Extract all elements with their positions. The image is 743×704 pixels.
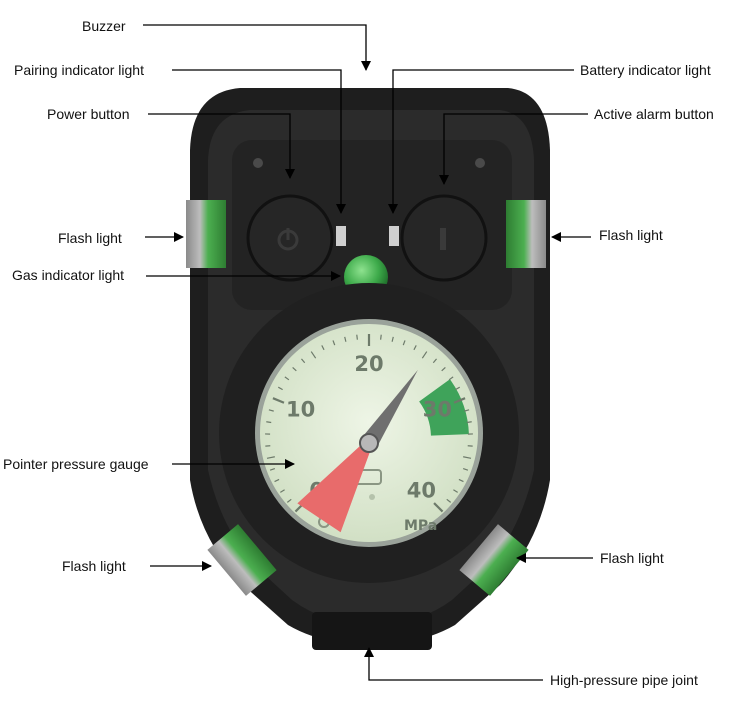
gauge-tick [277, 386, 283, 391]
gauge-tick [292, 366, 297, 372]
gauge-tick [433, 502, 444, 513]
gauge-tick [310, 351, 317, 359]
leader-alarm [439, 113, 588, 185]
label-battery-indicator-light: Battery indicator light [580, 62, 711, 78]
pairing-indicator-light [336, 226, 346, 246]
active-alarm-button[interactable] [400, 194, 488, 282]
gauge-tick [269, 468, 276, 471]
screw [253, 158, 263, 168]
gauge-tick [413, 345, 417, 351]
flash-light-lower-left [207, 524, 277, 596]
gauge-number: 30 [423, 398, 452, 422]
gauge-tick [284, 376, 290, 381]
gauge-tick [274, 478, 280, 483]
gauge-tick [380, 334, 382, 340]
gauge-tick [356, 334, 358, 340]
label-flash-light-lower-right: Flash light [600, 550, 664, 566]
label-pointer-pressure-gauge: Pointer pressure gauge [3, 456, 149, 472]
pipe-joint [312, 612, 432, 650]
gauge-tick [462, 468, 469, 471]
gauge-tick [448, 376, 454, 381]
power-icon [277, 228, 299, 251]
gauge-tick [301, 358, 306, 364]
gauge-tick [421, 351, 428, 359]
gauge-hub [359, 433, 379, 453]
label-power-button: Power button [47, 106, 130, 122]
leader-pipe [364, 647, 543, 681]
gauge-tick [466, 421, 472, 424]
leader-pairing [172, 69, 346, 214]
gauge-number: 20 [354, 352, 383, 376]
gauge-tick [280, 489, 285, 493]
gauge-tick [432, 358, 437, 364]
gauge-tick [344, 336, 347, 342]
gauge-number: 40 [407, 478, 436, 502]
flash-light-upper-left [186, 200, 226, 268]
label-gas-indicator-light: Gas indicator light [12, 267, 125, 283]
gauge-unit: MPa [404, 518, 437, 534]
leader-buzzer [143, 24, 371, 71]
label-buzzer: Buzzer [82, 18, 126, 34]
label-flash-light-lower-left: Flash light [62, 558, 126, 574]
gauge-number: 10 [286, 398, 315, 422]
gauge-dot [369, 494, 375, 500]
leader-power [148, 113, 295, 179]
gauge-needle [361, 369, 418, 449]
gauge-tick [446, 498, 452, 503]
gauge-tick [272, 397, 285, 404]
gauge-tick [453, 397, 466, 404]
gauge-tick [268, 409, 274, 412]
label-active-alarm-button: Active alarm button [594, 106, 714, 122]
gauge-red-pointer-tail [297, 440, 373, 533]
gauge-tick [464, 409, 470, 412]
gauge-tick [463, 456, 472, 459]
label-pairing-indicator-light: Pairing indicator light [14, 62, 144, 78]
flash-light-lower-right [459, 524, 529, 596]
gauge-green-zone [419, 379, 469, 436]
power-button[interactable] [246, 194, 334, 282]
pointer-pressure-gauge: 010203040 MPa [219, 283, 519, 583]
label-high-pressure-pipe-joint: High-pressure pipe joint [550, 672, 698, 688]
label-flash-light-upper-right: Flash light [599, 227, 663, 243]
battery-indicator-light [389, 226, 399, 246]
label-flash-light-upper-left: Flash light [58, 230, 122, 246]
alarm-icon [440, 228, 446, 250]
gauge-tick [453, 489, 458, 493]
gauge-tick [266, 421, 272, 424]
flash-light-upper-right [506, 200, 546, 268]
gauge-tick [455, 386, 461, 391]
gauge-tick [266, 456, 275, 459]
gauge-tick [286, 498, 292, 503]
gauge-tick [441, 366, 446, 372]
leader-battery [388, 69, 574, 214]
gauge-tick [321, 345, 325, 351]
gauge-tick [332, 340, 336, 346]
gauge-tick [402, 340, 406, 346]
gauge-tick [391, 336, 394, 342]
screw [475, 158, 485, 168]
gauge-tick [458, 478, 464, 483]
